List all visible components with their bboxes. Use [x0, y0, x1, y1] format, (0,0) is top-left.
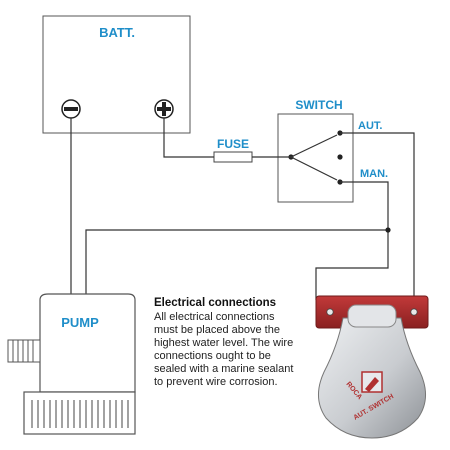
electrical-note: Electrical connections All electrical co… — [154, 297, 293, 388]
pump: PUMP — [7, 293, 136, 435]
auto-label: AUT. — [358, 120, 382, 132]
note-line: connections ought to be — [154, 350, 271, 362]
battery-label: BATT. — [99, 25, 135, 40]
manual-label: MAN. — [360, 168, 388, 180]
switch-label: SWITCH — [295, 98, 342, 112]
float-switch-logo-icon — [361, 371, 383, 393]
switch-box: SWITCH — [277, 98, 354, 203]
note-line: highest water level. The wire — [154, 337, 293, 349]
minus-icon — [61, 99, 81, 119]
wires — [70, 118, 415, 300]
note-line: All electrical connections — [154, 311, 275, 323]
note-title: Electrical connections — [154, 297, 276, 309]
plus-icon — [154, 99, 174, 119]
battery: BATT. — [42, 15, 191, 134]
note-line: to prevent wire corrosion. — [154, 376, 278, 388]
fuse-label: FUSE — [217, 137, 249, 151]
note-line: must be placed above the — [154, 324, 280, 336]
fuse: FUSE — [213, 137, 253, 163]
note-line: sealed with a marine sealant — [154, 363, 293, 375]
float-switch: ROCA AUT. SWITCH — [315, 295, 429, 439]
pump-label: PUMP — [61, 315, 99, 330]
